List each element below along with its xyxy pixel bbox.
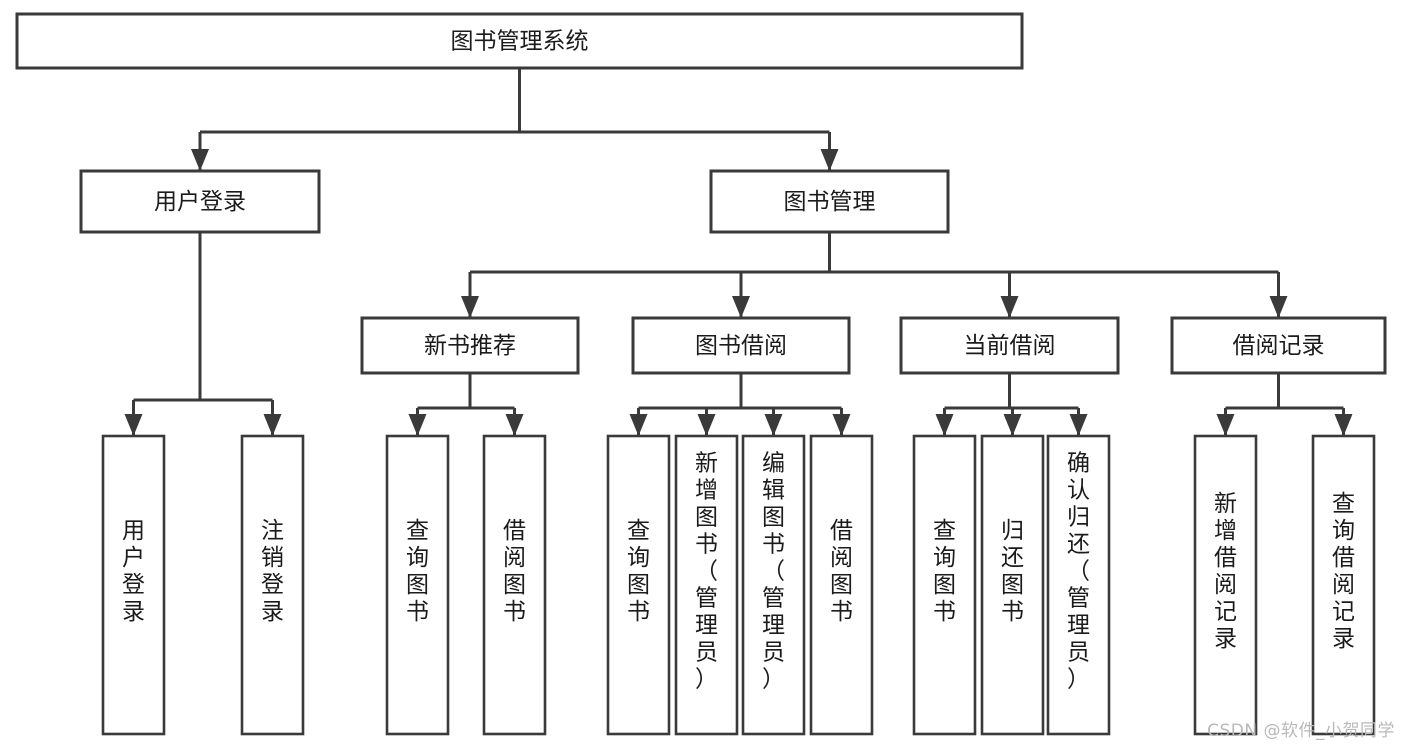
node-box-borrow-add-book[interactable] bbox=[674, 434, 739, 736]
node-box-new-book-query[interactable] bbox=[385, 434, 450, 736]
arrow-head-icon bbox=[1216, 414, 1235, 436]
arrow-head-icon bbox=[505, 414, 524, 436]
arrow-head-icon bbox=[1000, 296, 1019, 318]
node-label-user-login-logout: 注销登录 bbox=[261, 518, 284, 625]
arrow-head-icon bbox=[1003, 414, 1022, 436]
arrow-head-icon bbox=[820, 149, 839, 171]
node-record-query[interactable]: 查询借阅记录 bbox=[1311, 434, 1376, 736]
node-label-current-confirm-return: 确认归还（管理员） bbox=[1067, 451, 1090, 693]
arrow-head-icon bbox=[1069, 414, 1088, 436]
node-box-root[interactable] bbox=[15, 12, 1024, 70]
node-box-borrow-record[interactable] bbox=[1170, 316, 1387, 375]
node-label-new-book-borrow: 借阅图书 bbox=[503, 518, 526, 625]
arrow-head-icon bbox=[124, 414, 143, 436]
node-user-login-login[interactable]: 用户登录 bbox=[101, 434, 166, 736]
node-label-current-borrow: 当前借阅 bbox=[964, 333, 1056, 359]
node-label-record-add: 新增借阅记录 bbox=[1214, 491, 1237, 652]
node-label-borrow-borrow-book: 借阅图书 bbox=[830, 518, 853, 625]
node-box-current-query-book[interactable] bbox=[912, 434, 977, 736]
node-label-borrow-edit-book: 编辑图书（管理员） bbox=[762, 451, 785, 693]
node-box-record-query[interactable] bbox=[1311, 434, 1376, 736]
node-box-current-confirm-return[interactable] bbox=[1046, 434, 1111, 736]
node-label-current-query-book: 查询图书 bbox=[933, 518, 956, 625]
node-label-user-login: 用户登录 bbox=[154, 189, 246, 215]
node-box-borrow-edit-book[interactable] bbox=[741, 434, 806, 736]
node-label-new-book-query: 查询图书 bbox=[406, 518, 429, 625]
watermark-text: CSDN @软件_小贺同学 bbox=[1207, 721, 1395, 741]
node-current-confirm-return[interactable]: 确认归还（管理员） bbox=[1046, 434, 1111, 736]
node-label-borrow-record: 借阅记录 bbox=[1233, 333, 1325, 359]
node-box-borrow-borrow-book[interactable] bbox=[809, 434, 874, 736]
node-label-book-manage: 图书管理 bbox=[784, 189, 876, 215]
node-root[interactable]: 图书管理系统 bbox=[15, 12, 1024, 70]
arrow-head-icon bbox=[764, 414, 783, 436]
node-box-user-login-logout[interactable] bbox=[240, 434, 305, 736]
node-box-user-login-login[interactable] bbox=[101, 434, 166, 736]
node-box-new-book-recommend[interactable] bbox=[360, 316, 580, 375]
node-user-login[interactable]: 用户登录 bbox=[79, 169, 321, 234]
arrow-head-icon bbox=[935, 414, 954, 436]
arrow-head-icon bbox=[697, 414, 716, 436]
node-box-book-manage[interactable] bbox=[709, 169, 950, 234]
node-label-borrow-add-book: 新增图书（管理员） bbox=[695, 451, 718, 693]
node-box-current-return-book[interactable] bbox=[980, 434, 1045, 736]
node-user-login-logout[interactable]: 注销登录 bbox=[240, 434, 305, 736]
node-label-root: 图书管理系统 bbox=[451, 29, 589, 55]
node-current-return-book[interactable]: 归还图书 bbox=[980, 434, 1045, 736]
arrow-head-icon bbox=[732, 296, 750, 318]
node-label-borrow-query-book: 查询图书 bbox=[627, 518, 650, 625]
node-box-new-book-borrow[interactable] bbox=[482, 434, 547, 736]
node-borrow-edit-book[interactable]: 编辑图书（管理员） bbox=[741, 434, 806, 736]
node-current-borrow[interactable]: 当前借阅 bbox=[899, 316, 1120, 375]
node-label-record-query: 查询借阅记录 bbox=[1332, 491, 1355, 652]
node-new-book-recommend[interactable]: 新书推荐 bbox=[360, 316, 580, 375]
node-label-user-login-login: 用户登录 bbox=[122, 518, 145, 625]
node-borrow-borrow-book[interactable]: 借阅图书 bbox=[809, 434, 874, 736]
arrow-head-icon bbox=[191, 149, 209, 171]
node-label-current-return-book: 归还图书 bbox=[1001, 518, 1024, 625]
arrow-head-icon bbox=[461, 296, 479, 318]
arrow-head-icon bbox=[832, 414, 851, 436]
arrow-head-icon bbox=[263, 414, 282, 436]
arrow-head-icon bbox=[1269, 296, 1288, 318]
node-book-manage[interactable]: 图书管理 bbox=[709, 169, 950, 234]
node-box-record-add[interactable] bbox=[1193, 434, 1258, 736]
node-box-current-borrow[interactable] bbox=[899, 316, 1120, 375]
node-label-new-book-recommend: 新书推荐 bbox=[424, 333, 516, 359]
node-label-book-borrow: 图书借阅 bbox=[695, 333, 787, 359]
arrow-head-icon bbox=[408, 414, 427, 436]
node-box-book-borrow[interactable] bbox=[631, 316, 851, 375]
node-current-query-book[interactable]: 查询图书 bbox=[912, 434, 977, 736]
node-box-borrow-query-book[interactable] bbox=[606, 434, 671, 736]
node-borrow-add-book[interactable]: 新增图书（管理员） bbox=[674, 434, 739, 736]
node-record-add[interactable]: 新增借阅记录 bbox=[1193, 434, 1258, 736]
node-book-borrow[interactable]: 图书借阅 bbox=[631, 316, 851, 375]
arrow-head-icon bbox=[629, 414, 648, 436]
arrow-head-icon bbox=[1334, 414, 1353, 436]
node-new-book-query[interactable]: 查询图书 bbox=[385, 434, 450, 736]
node-borrow-record[interactable]: 借阅记录 bbox=[1170, 316, 1387, 375]
node-borrow-query-book[interactable]: 查询图书 bbox=[606, 434, 671, 736]
node-new-book-borrow[interactable]: 借阅图书 bbox=[482, 434, 547, 736]
